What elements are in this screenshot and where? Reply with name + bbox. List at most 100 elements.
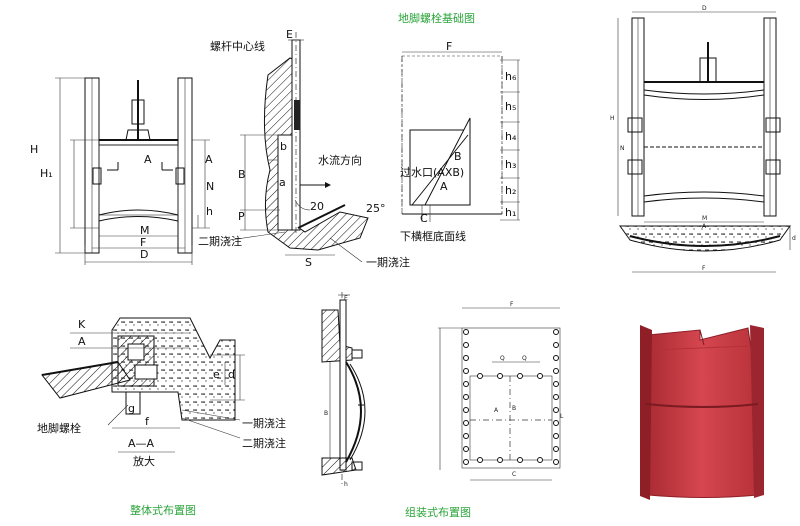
dim-B-side: B <box>238 168 246 181</box>
label-opening: 过水口(AXB) <box>400 166 464 179</box>
dim-h4: h₄ <box>505 130 517 143</box>
dim-A-top: A <box>702 223 707 230</box>
anchor-bolt-marker <box>477 373 483 379</box>
anchor-bolt-markers <box>463 329 559 465</box>
dim-B-layout: B <box>512 405 516 412</box>
dim-K: K <box>78 318 86 331</box>
dim-C-assembled: C <box>512 471 516 478</box>
anchor-bolt-marker <box>553 407 559 413</box>
dim-S: S <box>305 256 312 269</box>
anchor-bolt-marker <box>463 420 469 426</box>
label-angle-25: 25° <box>366 202 386 215</box>
anchor-bolt-marker <box>553 342 559 348</box>
anchor-bolt-marker <box>463 446 469 452</box>
label-primary-pour-2: 一期浇注 <box>242 416 286 430</box>
assembled-anchor-layout-drawing <box>438 307 561 481</box>
dim-M-top: M <box>702 215 707 222</box>
dim-e: e <box>213 368 220 381</box>
dim-h3: h₃ <box>505 158 516 171</box>
anchor-bolt-marker <box>517 457 523 463</box>
dim-b: b <box>280 140 287 153</box>
anchor-bolt-marker <box>463 459 469 465</box>
dim-F: F <box>140 236 146 249</box>
anchor-bolt-marker <box>553 433 559 439</box>
label-secondary-pour-2: 二期浇注 <box>242 436 286 450</box>
dim-F-assembled: F <box>510 301 514 308</box>
dim-h6: h₆ <box>505 70 517 83</box>
dim-M: M <box>140 224 150 237</box>
assembled-side-view-drawing <box>321 292 366 485</box>
dim-D: D <box>140 248 148 261</box>
anchor-bolt-marker <box>463 329 469 335</box>
label-anchor-bolt: 地脚螺栓 <box>37 421 81 435</box>
side-section-drawing <box>240 32 369 256</box>
caption-anchor-foundation: 地脚螺栓基础图 <box>398 11 475 25</box>
label-secondary-pour-1: 二期浇注 <box>198 234 242 248</box>
dim-C: C <box>420 212 428 225</box>
anchor-bolt-marker <box>463 433 469 439</box>
label-screw-centerline: 螺杆中心线 <box>210 39 265 53</box>
anchor-bolt-marker <box>553 394 559 400</box>
dim-A-assembled: A <box>494 407 499 414</box>
dim-a: a <box>279 176 286 189</box>
caption-assembled-layout: 组装式布置图 <box>405 505 471 519</box>
label-num-20: 20 <box>310 200 324 213</box>
dim-H1: H₁ <box>40 167 53 180</box>
label-primary-pour-1: 一期浇注 <box>366 255 410 269</box>
label-section-aa: A—A <box>128 437 155 450</box>
front-view-drawing <box>55 77 210 265</box>
anchor-bolt-marker <box>553 355 559 361</box>
dim-H: H <box>30 143 38 156</box>
anchor-bolt-marker <box>463 355 469 361</box>
anchor-bolt-marker <box>463 394 469 400</box>
dim-h2: h₂ <box>505 184 516 197</box>
dim-D-top: D <box>702 5 707 12</box>
anchor-bolt-marker <box>517 373 523 379</box>
dim-N-top: N <box>620 145 625 152</box>
anchor-bolt-marker <box>463 368 469 374</box>
dim-h-assembled: h <box>344 481 348 488</box>
anchor-bolt-marker <box>477 457 483 463</box>
dim-h: h <box>206 205 213 218</box>
dim-P: P <box>238 210 245 223</box>
label-bottom-frame-line: 下横框底面线 <box>400 229 466 243</box>
dim-g: g <box>128 402 135 415</box>
anchor-bolt-marker <box>553 368 559 374</box>
dim-H-top: H <box>610 115 615 122</box>
anchor-bolt-marker <box>497 457 503 463</box>
label-flow-direction: 水流方向 <box>318 153 362 167</box>
dim-B-anchor: B <box>454 150 462 163</box>
dim-d-top: d <box>792 235 796 242</box>
anchor-bolt-marker <box>463 407 469 413</box>
dim-Q-left: Q <box>500 355 505 362</box>
anchor-bolt-marker <box>537 457 543 463</box>
dim-L: L <box>560 413 564 420</box>
anchor-bolt-marker <box>537 373 543 379</box>
anchor-bolt-marker <box>553 459 559 465</box>
red-gate-photo <box>628 318 778 510</box>
anchor-bolt-marker <box>463 381 469 387</box>
section-mark-a-left: A <box>144 153 152 166</box>
dim-f: f <box>145 415 150 428</box>
dim-N: N <box>206 180 214 193</box>
dim-h1: h₁ <box>505 206 516 219</box>
anchor-bolt-marker <box>463 342 469 348</box>
anchor-bolt-marker <box>497 373 503 379</box>
assembled-front-view-top <box>617 11 791 273</box>
anchor-foundation-drawing <box>401 51 520 222</box>
section-aa-enlarged-drawing <box>41 317 245 439</box>
label-enlarged: 放大 <box>133 454 155 468</box>
anchor-bolt-marker <box>553 381 559 387</box>
section-mark-a-right: A <box>205 153 213 166</box>
caption-integral-layout: 整体式布置图 <box>130 503 196 517</box>
dim-d: d <box>228 368 235 381</box>
dim-E-assembled: E <box>344 295 348 302</box>
anchor-bolt-marker <box>553 446 559 452</box>
h-scale <box>500 59 520 221</box>
dim-B-assembled: B <box>324 410 328 417</box>
dim-Q-right: Q <box>522 355 527 362</box>
anchor-bolt-marker <box>553 420 559 426</box>
dim-E: E <box>286 28 293 41</box>
dim-F-top: F <box>702 265 706 272</box>
